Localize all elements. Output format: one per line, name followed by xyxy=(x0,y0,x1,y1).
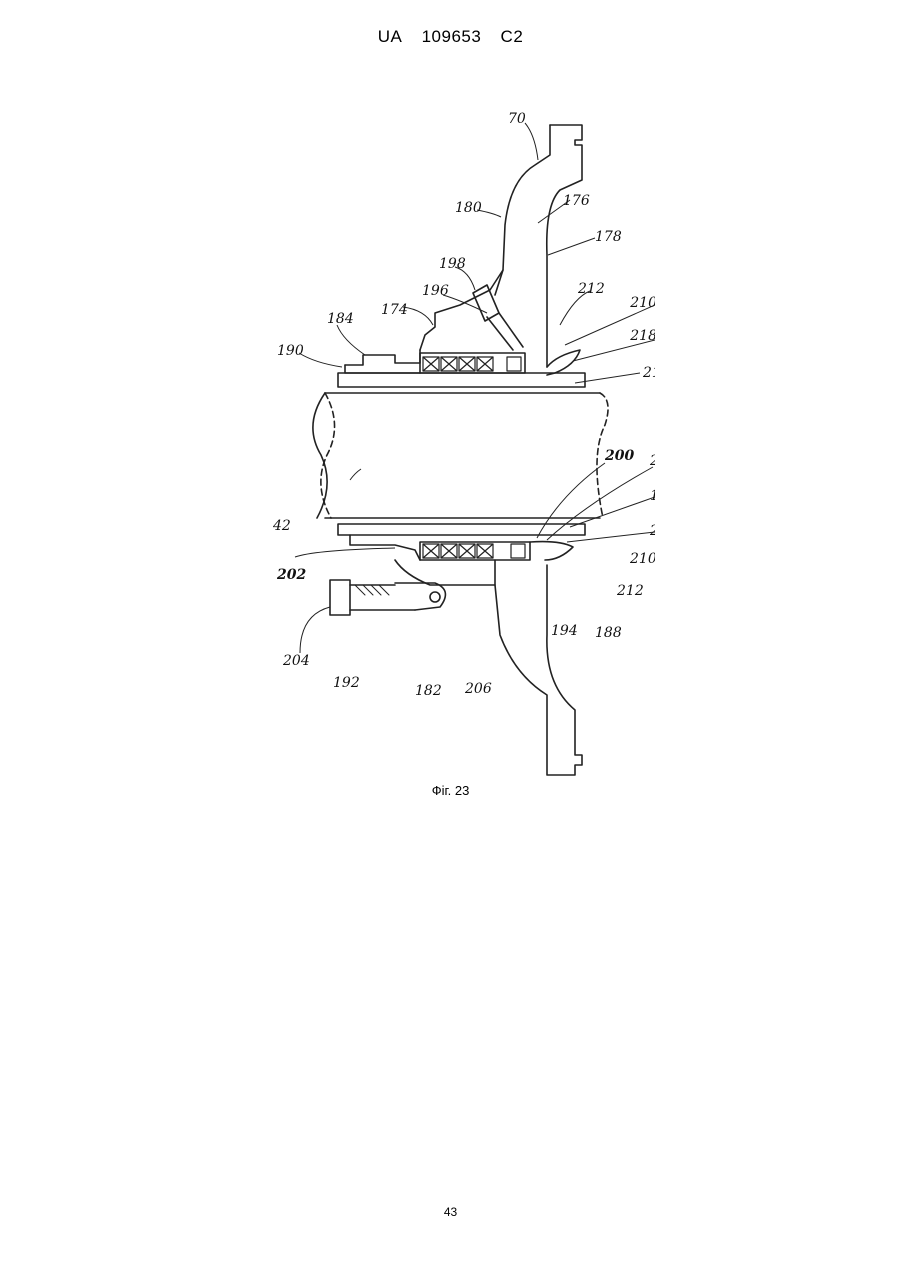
label-218: 218 xyxy=(629,328,655,344)
label-178: 178 xyxy=(595,229,622,245)
country-code: UA xyxy=(378,27,403,46)
label-184: 184 xyxy=(327,311,354,327)
technical-drawing: 70 180 176 178 198 196 174 184 212 210 2… xyxy=(255,95,655,810)
label-202: 202 xyxy=(276,567,306,583)
label-42: 42 xyxy=(272,518,291,534)
label-174: 174 xyxy=(381,302,408,318)
kind-code: C2 xyxy=(501,27,524,46)
page-number: 43 xyxy=(0,1205,901,1219)
label-70: 70 xyxy=(508,111,526,127)
seal-assembly-drawing: 70 180 176 178 198 196 174 184 212 210 2… xyxy=(255,95,655,810)
patent-header: UA 109653 C2 xyxy=(0,27,901,47)
label-204: 204 xyxy=(282,653,310,669)
label-198: 198 xyxy=(439,256,466,272)
label-192: 192 xyxy=(333,675,360,691)
label-210-bottom: 210 xyxy=(629,551,655,567)
label-180: 180 xyxy=(455,200,482,216)
label-182: 182 xyxy=(415,683,442,699)
label-212-bottom: 212 xyxy=(616,583,644,599)
label-186: 186 xyxy=(650,488,655,504)
figure-caption: Фіг. 23 xyxy=(0,783,901,798)
label-212-top: 212 xyxy=(577,281,605,297)
label-194: 194 xyxy=(551,623,578,639)
label-188: 188 xyxy=(595,625,622,641)
label-190: 190 xyxy=(277,343,304,359)
label-176: 176 xyxy=(563,193,590,209)
label-200: 200 xyxy=(604,448,634,464)
label-220: 220 xyxy=(649,523,655,539)
label-210-top: 210 xyxy=(629,295,655,311)
patent-number: 109653 xyxy=(422,27,482,46)
label-214: 214 xyxy=(642,365,655,381)
label-216: 216 xyxy=(649,453,655,469)
label-206: 206 xyxy=(464,681,492,697)
label-196: 196 xyxy=(422,283,449,299)
